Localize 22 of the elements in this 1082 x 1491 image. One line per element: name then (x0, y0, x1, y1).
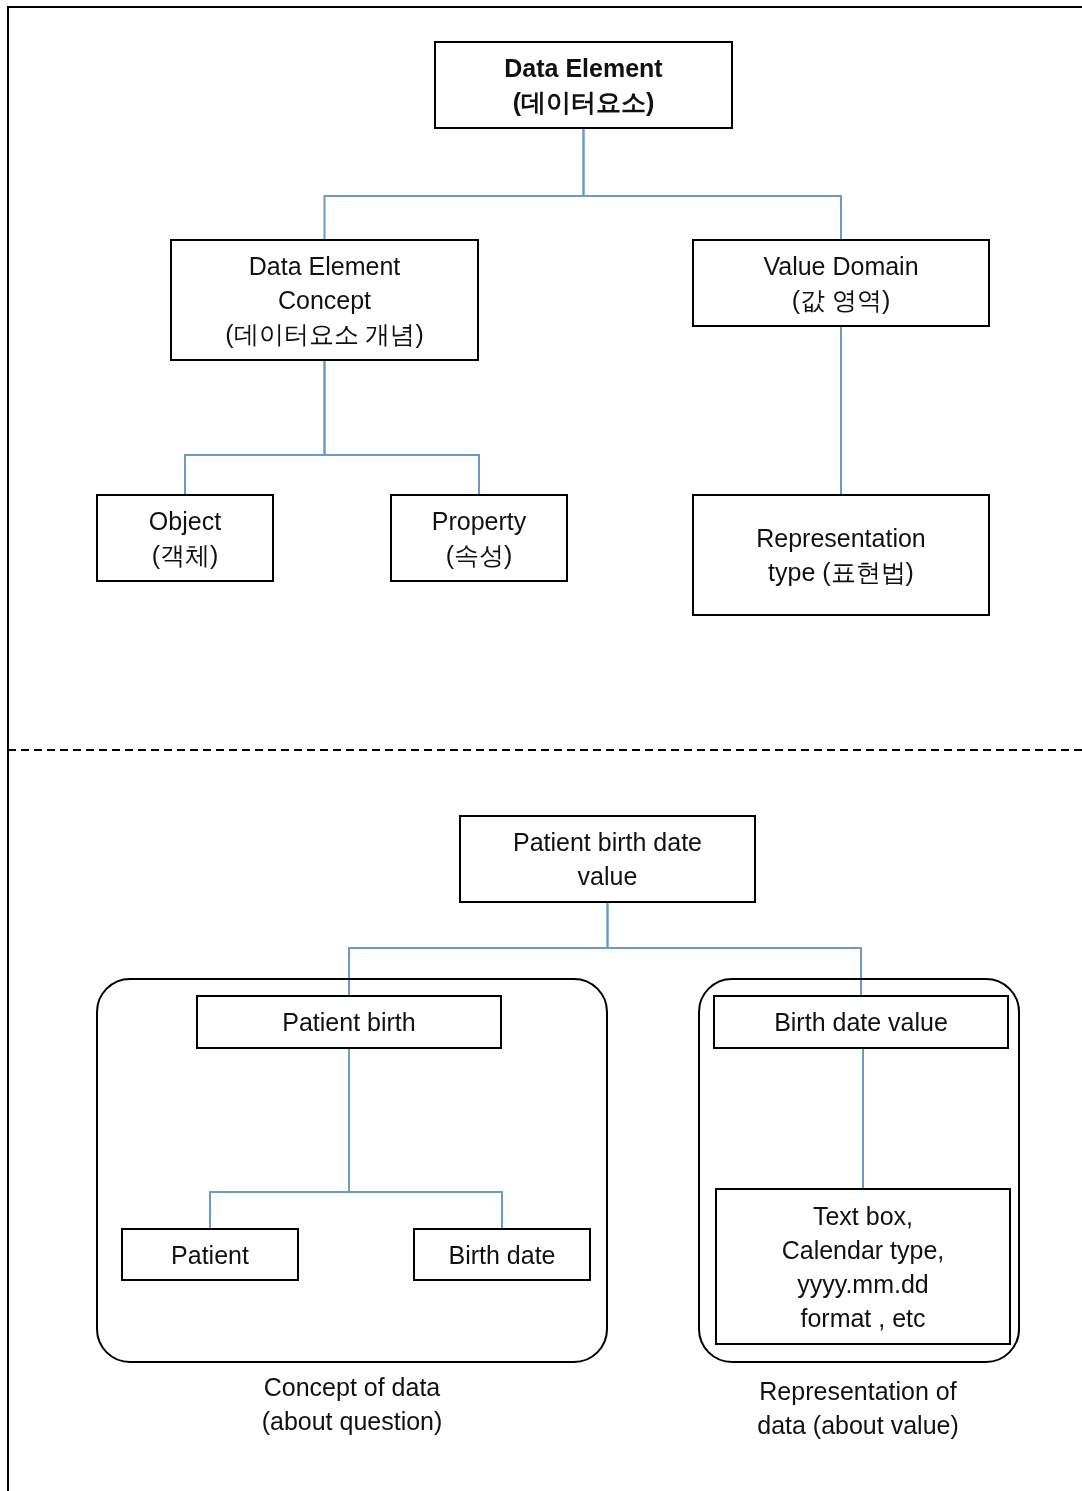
element-box: Data Element (데이터요소) (434, 41, 733, 129)
connector-line (862, 1048, 864, 1189)
connector-line (840, 326, 842, 495)
format-box: Text box, Calendar type, yyyy.mm.dd format , etc (715, 1188, 1011, 1345)
caption-text: Representation of data (about value) (756, 1376, 960, 1441)
concept-box: Patient (121, 1228, 299, 1281)
value-box: Patient birth date value (459, 815, 756, 903)
concept-box: Birth date (413, 1228, 591, 1281)
connector-line (606, 902, 862, 996)
connector-line (323, 360, 480, 495)
group-box (698, 978, 1020, 1363)
caption-text: Concept of data (about question) (260, 1372, 444, 1437)
value-box: Birth date value (713, 995, 1009, 1049)
group-box (96, 978, 608, 1363)
connector-line (348, 1048, 503, 1229)
property-box: Property (속성) (390, 494, 568, 582)
domain-box: Value Domain (값 영역) (692, 239, 990, 327)
concept-box: Patient birth (196, 995, 502, 1049)
object-box: Object (객체) (96, 494, 274, 582)
connector-line (582, 128, 842, 240)
concept-box: Data Element Concept (데이터요소 개념) (170, 239, 479, 361)
representation-box: Representation type (표현법) (692, 494, 990, 616)
